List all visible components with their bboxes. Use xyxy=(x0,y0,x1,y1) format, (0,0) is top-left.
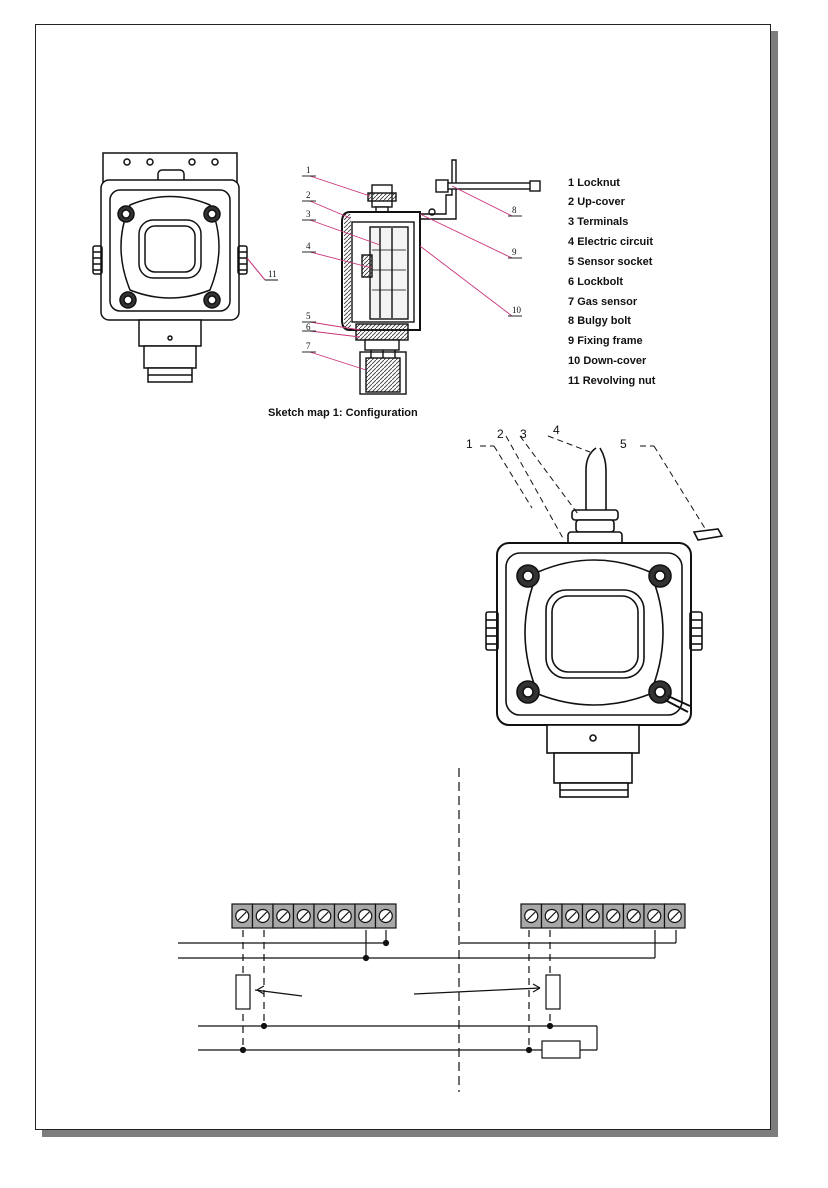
terminal-block-left xyxy=(232,904,396,928)
svg-text:5 Sensor socket: 5 Sensor socket xyxy=(568,256,653,268)
legend-item: 6 Lockbolt xyxy=(568,276,623,288)
callout-3: 3 xyxy=(306,209,311,219)
callout-4: 4 xyxy=(306,241,311,251)
svg-text:8 Bulgy bolt: 8 Bulgy bolt xyxy=(568,315,631,327)
legend-item: 10 Down-cover xyxy=(568,355,647,367)
callout-1: 1 xyxy=(306,165,311,175)
svg-text:10 Down-cover: 10 Down-cover xyxy=(568,355,647,367)
legend-item: 1 Locknut xyxy=(568,177,620,189)
callout-6: 6 xyxy=(306,322,311,332)
svg-text:7 Gas sensor: 7 Gas sensor xyxy=(568,296,638,308)
sketch1-caption: Sketch map 1: Configuration xyxy=(268,407,418,419)
svg-text:1 Locknut: 1 Locknut xyxy=(568,177,620,189)
legend-item: 2 Up-cover xyxy=(568,196,626,208)
detector-section-view xyxy=(302,160,540,394)
detector-front-view xyxy=(93,153,278,382)
legend-item: 8 Bulgy bolt xyxy=(568,315,631,327)
callout-7: 7 xyxy=(306,341,311,351)
legend-item: 4 Electric circuit xyxy=(568,236,653,248)
legend-item: 3 Terminals xyxy=(568,216,628,228)
sketch2-callouts: 1 2 3 4 5 xyxy=(466,423,627,451)
legend-item: 9 Fixing frame xyxy=(568,335,643,347)
terminal-block-right xyxy=(521,904,685,928)
callout-8: 8 xyxy=(512,205,517,215)
callout2-5: 5 xyxy=(620,437,627,451)
legend-item: 7 Gas sensor xyxy=(568,296,638,308)
callout2-3: 3 xyxy=(520,427,527,441)
svg-text:4 Electric circuit: 4 Electric circuit xyxy=(568,236,653,248)
svg-text:6 Lockbolt: 6 Lockbolt xyxy=(568,276,623,288)
wiring-diagram xyxy=(178,768,685,1092)
parts-legend: 1 Locknut 2 Up-cover 3 Terminals 4 Elect… xyxy=(568,177,656,387)
legend-item: 11 Revolving nut xyxy=(568,375,656,387)
svg-text:11 Revolving nut: 11 Revolving nut xyxy=(568,375,656,387)
callout-5: 5 xyxy=(306,311,311,321)
svg-text:3 Terminals: 3 Terminals xyxy=(568,216,628,228)
callout-2: 2 xyxy=(306,190,311,200)
callout-10: 10 xyxy=(512,305,522,315)
callout-9: 9 xyxy=(512,247,517,257)
detector-front-view-large xyxy=(480,436,722,797)
svg-text:9 Fixing frame: 9 Fixing frame xyxy=(568,335,643,347)
callout-11: 11 xyxy=(268,269,277,279)
callout2-2: 2 xyxy=(497,427,504,441)
callout2-4: 4 xyxy=(553,423,560,437)
callout2-1: 1 xyxy=(466,437,473,451)
legend-item: 5 Sensor socket xyxy=(568,256,653,268)
svg-text:2 Up-cover: 2 Up-cover xyxy=(568,196,626,208)
